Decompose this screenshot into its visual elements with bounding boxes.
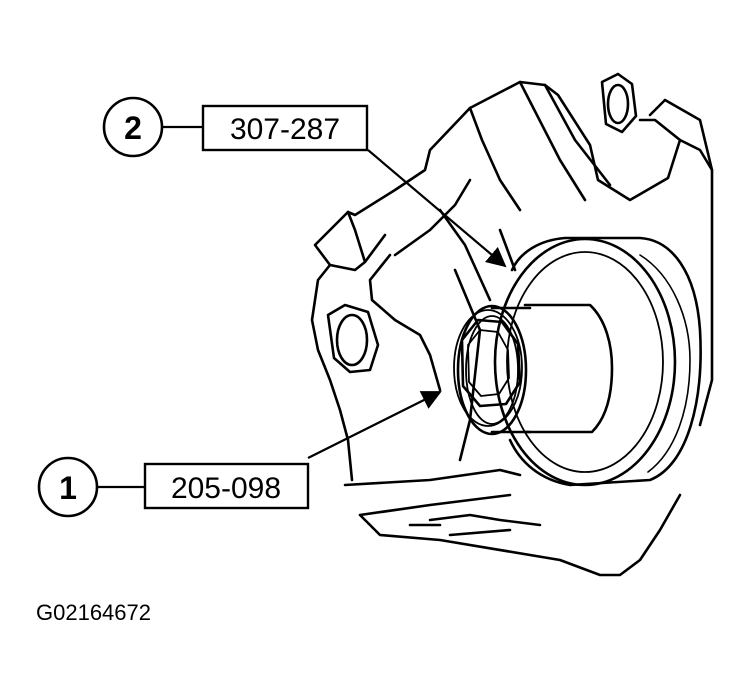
- leader-arrow-2: [367, 149, 507, 268]
- callout-2: 2 307-287: [102, 96, 369, 158]
- callout-1-part-number: 205-098: [171, 472, 281, 505]
- mount-hole-left: [326, 303, 380, 374]
- pulley-rim-highlight: [639, 254, 691, 473]
- base-plate: [343, 468, 682, 577]
- pulley-face-rim: [506, 251, 664, 473]
- installer-tube-end: [456, 304, 528, 436]
- pulley-face: [493, 237, 677, 487]
- cover-inner-ridge: [468, 80, 612, 212]
- cover-flange: [438, 208, 517, 462]
- callout-1: 1 205-098: [37, 456, 310, 518]
- callout-1-box: [143, 462, 310, 510]
- pulley-hub: [523, 303, 614, 434]
- figure-id: G02164672: [36, 600, 151, 625]
- pulley-shell: [508, 236, 702, 487]
- callout-2-part-number: 307-287: [230, 113, 340, 146]
- bolt-end: [453, 309, 523, 427]
- cover-outline: [313, 80, 714, 427]
- mount-hole-upper: [600, 72, 638, 134]
- engine-illustration: [310, 72, 714, 577]
- callout-2-number: 2: [124, 110, 142, 146]
- leader-arrow-1: [307, 391, 442, 459]
- callout-1-number: 1: [59, 470, 77, 506]
- installer-tube-lip: [465, 315, 519, 425]
- cover-top-right: [638, 98, 714, 172]
- hex-nut-face: [467, 329, 510, 397]
- bracket-arm: [310, 210, 387, 482]
- hex-nut: [460, 318, 522, 408]
- callout-2-box: [201, 104, 369, 152]
- bracket-arm-inner: [368, 178, 472, 392]
- base-plate-hatch: [408, 513, 542, 537]
